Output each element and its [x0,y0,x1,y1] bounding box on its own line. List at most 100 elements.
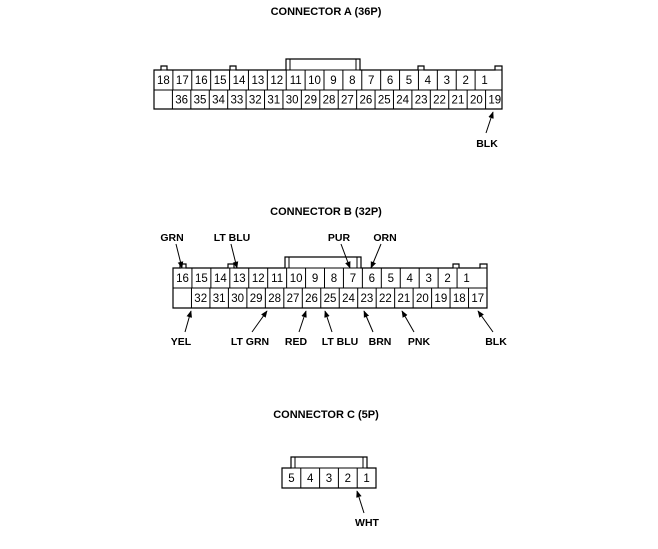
pin-14: 14 [233,75,246,87]
pin-23: 23 [361,293,374,305]
pin-19: 19 [434,293,447,305]
wire-callout-b-32: YEL [171,310,192,348]
pin-1: 1 [463,273,469,285]
pin-6: 6 [369,273,375,285]
wire-label-wht: WHT [355,517,379,529]
pin-8: 8 [349,75,355,87]
pin-5: 5 [288,473,294,485]
pin-24: 24 [396,95,409,107]
pin-17: 17 [471,293,484,305]
wire-callout-b-21: PNK [401,310,431,348]
pin-31: 31 [267,95,280,107]
wire-callout-c-2: WHT [355,490,380,529]
wire-callout-b-28: LT GRN [231,310,269,348]
wire-label-blk-2: BLK [485,336,507,348]
pin-32: 32 [249,95,262,107]
pin-33: 33 [230,95,243,107]
pin-1: 1 [481,75,487,87]
wire-label-yel: YEL [171,336,192,348]
pin-26: 26 [359,95,372,107]
connector-c-title: CONNECTOR C (5P) [273,409,379,421]
connector-c-housing [281,456,377,489]
connector-a-title: CONNECTOR A (36P) [271,6,382,18]
pin-11: 11 [290,75,302,87]
wire-label-grn: GRN [160,232,183,244]
pin-15: 15 [195,273,208,285]
pin-29: 29 [250,293,263,305]
wire-callout-b-17: BLK [477,310,507,348]
wire-callout-b-16: GRN [160,232,184,269]
pin-19: 19 [488,95,501,107]
pin-13: 13 [233,273,246,285]
pin-3: 3 [425,273,431,285]
pin-10: 10 [290,273,303,285]
pin-9: 9 [312,273,318,285]
pin-30: 30 [286,95,299,107]
pin-12: 12 [252,273,265,285]
pin-30: 30 [231,293,244,305]
pin-8: 8 [331,273,337,285]
pin-9: 9 [330,75,336,87]
wire-label-red: RED [285,336,308,348]
pin-4: 4 [307,473,314,485]
connector-a-housing [153,58,503,110]
pin-34: 34 [212,95,225,107]
pin-3: 3 [444,75,450,87]
pin-14: 14 [214,273,227,285]
pin-4: 4 [425,75,432,87]
pin-10: 10 [308,75,321,87]
pin-31: 31 [213,293,226,305]
pin-36: 36 [175,95,188,107]
pin-26: 26 [305,293,318,305]
wire-label-lt-grn: LT GRN [231,336,269,348]
wire-callout-b-7: PUR [328,232,351,269]
connector-a-bottom-row: 36 35 34 33 32 31 30 29 28 27 26 25 24 23 22 21 20 19 [171,90,501,109]
pin-28: 28 [323,95,336,107]
connector-b-housing [172,256,488,309]
pin-35: 35 [194,95,207,107]
pin-2: 2 [462,75,468,87]
pin-7: 7 [368,75,374,87]
pin-17: 17 [176,75,189,87]
pin-2: 2 [444,273,450,285]
wire-label-lt-blu: LT BLU [214,232,251,244]
pin-13: 13 [251,75,264,87]
pin-27: 27 [287,293,300,305]
wire-callout-b-26: RED [285,310,308,348]
pin-24: 24 [342,293,355,305]
wire-label-orn: ORN [373,232,396,244]
wire-callout-b-6: ORN [370,232,397,269]
pin-28: 28 [268,293,281,305]
pin-3: 3 [326,473,332,485]
pin-21: 21 [452,95,465,107]
pin-25: 25 [324,293,337,305]
pin-18: 18 [453,293,466,305]
pin-29: 29 [304,95,317,107]
pin-20: 20 [470,95,483,107]
wire-callout-b-13: LT BLU [214,232,251,269]
pin-22: 22 [379,293,392,305]
pin-25: 25 [378,95,391,107]
pin-16: 16 [176,273,189,285]
pin-32: 32 [194,293,207,305]
pin-12: 12 [270,75,283,87]
wire-label-pnk: PNK [408,336,431,348]
pin-1: 1 [363,473,369,485]
pin-20: 20 [416,293,429,305]
pin-5: 5 [388,273,394,285]
pin-27: 27 [341,95,354,107]
pin-2: 2 [345,473,351,485]
pin-6: 6 [387,75,393,87]
pin-22: 22 [433,95,446,107]
wire-callout-b-23: BRN [363,310,392,348]
pin-16: 16 [195,75,208,87]
wire-label-brn: BRN [369,336,392,348]
pin-15: 15 [214,75,227,87]
pin-23: 23 [415,95,428,107]
wire-label-blk: BLK [476,138,498,150]
